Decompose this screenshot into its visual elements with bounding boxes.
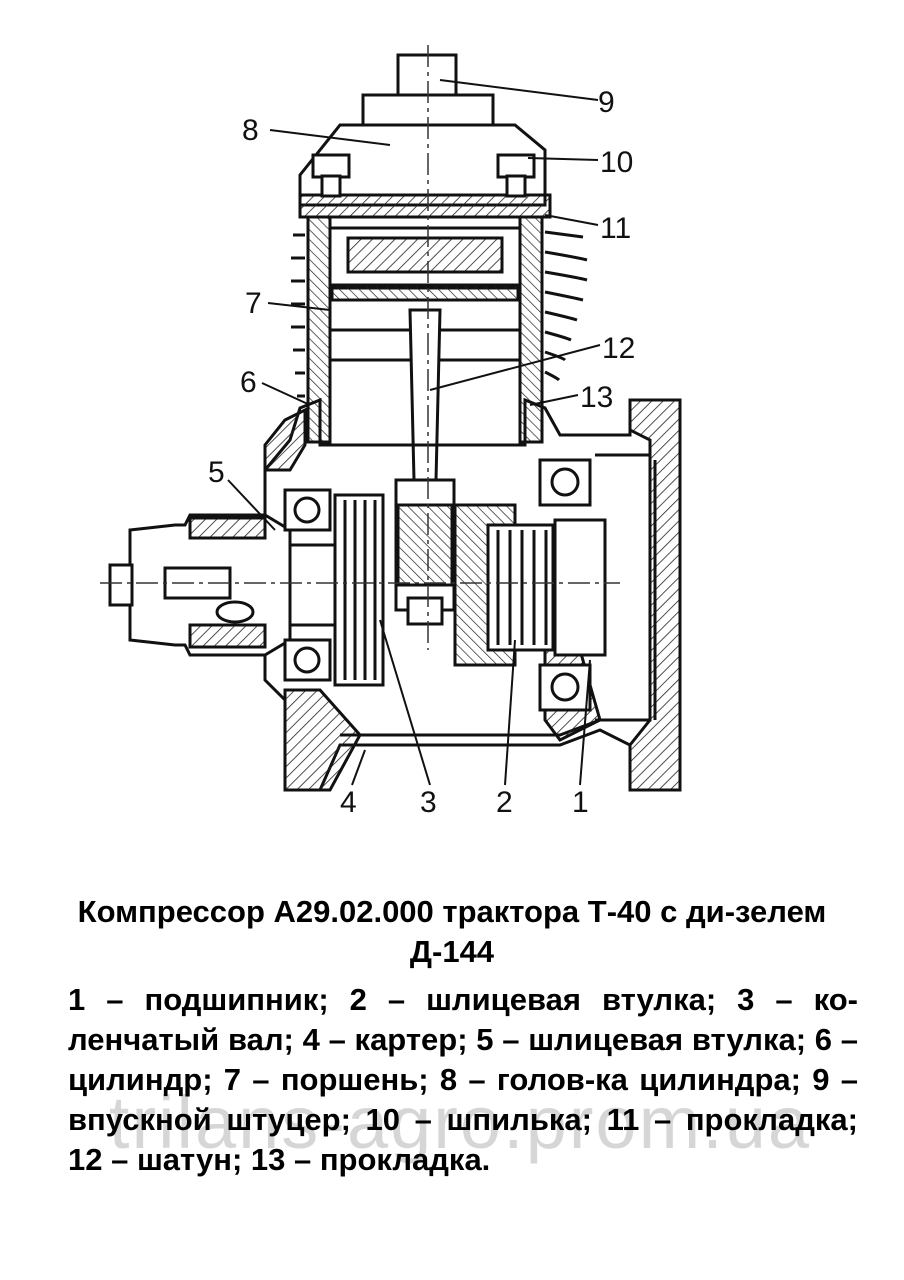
connecting-rod: [394, 308, 456, 626]
callout-5: 5: [208, 456, 225, 489]
callout-6: 6: [240, 366, 257, 399]
callout-4: 4: [340, 786, 357, 819]
bearing-right: [538, 458, 592, 712]
crankshaft: [288, 493, 517, 687]
callout-13: 13: [580, 381, 613, 414]
callout-8: 8: [242, 114, 259, 147]
figure-legend: 1 – подшипник; 2 – шлицевая втулка; 3 – …: [68, 982, 858, 1177]
callout-10: 10: [600, 146, 633, 179]
rear-flange: [595, 453, 657, 722]
cylinder: [291, 215, 588, 444]
callout-3: 3: [420, 786, 437, 819]
callout-7: 7: [245, 287, 262, 320]
callout-11: 11: [600, 212, 631, 245]
stud-left: [311, 153, 351, 198]
stud-right: [496, 153, 536, 198]
cylinder-head: [298, 123, 552, 219]
center-lines: [100, 45, 620, 650]
callout-1: 1: [572, 786, 589, 819]
callout-9: 9: [598, 86, 615, 119]
splined-bush-left: [108, 513, 292, 657]
figure-title: Компрессор А29.02.000 трактора Т-40 с ди…: [77, 894, 827, 969]
leader-lines: [227, 79, 601, 786]
callout-12: 12: [602, 332, 635, 365]
splined-bush-right: [486, 518, 607, 657]
compressor-cross-section-diagram: 9 8 10 11 7 12 6 13 5 4 3 2 1: [100, 45, 682, 819]
bearing-left: [283, 488, 332, 682]
callout-2: 2: [496, 786, 513, 819]
